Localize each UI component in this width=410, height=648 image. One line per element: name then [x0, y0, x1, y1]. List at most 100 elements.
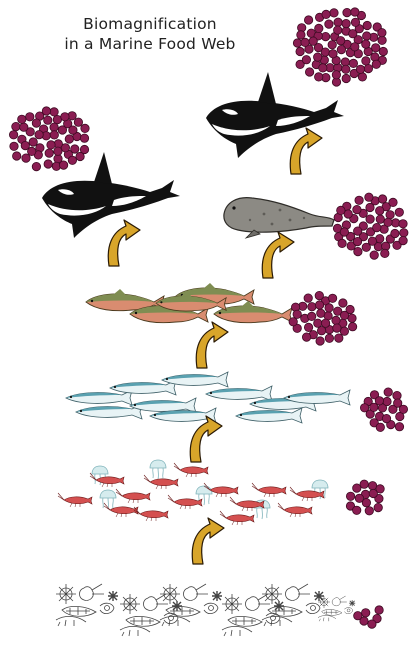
toxin-dot [354, 247, 362, 255]
toxin-dot [74, 118, 82, 126]
toxin-dot [337, 206, 345, 214]
toxin-cluster-salmon [289, 291, 357, 345]
toxin-dot [399, 220, 407, 228]
toxin-dot [315, 301, 323, 309]
toxin-cluster-herring [360, 388, 407, 432]
toxin-dot [330, 9, 338, 17]
toxin-dot [293, 39, 301, 47]
toxin-dot [386, 211, 394, 219]
arrow-salmon-to-seal [262, 232, 294, 278]
toxin-dot [373, 223, 381, 231]
toxin-dot [349, 59, 357, 67]
toxin-dot [382, 414, 390, 422]
toxin-dot [309, 37, 317, 45]
toxin-dot [50, 123, 58, 131]
toxin-dot [317, 327, 325, 335]
toxin-dot [76, 152, 84, 160]
toxin-dot [363, 32, 371, 40]
toxin-dot [353, 237, 361, 245]
toxin-cluster-krill-and-zooplankton [346, 480, 384, 515]
toxin-dot [381, 249, 389, 257]
plankton-layer [56, 584, 355, 636]
toxin-dot [395, 423, 403, 431]
toxin-dot [342, 74, 350, 82]
toxin-dot [364, 64, 372, 72]
toxin-dot [18, 115, 26, 123]
toxin-dot [360, 404, 368, 412]
toxin-dot [342, 65, 350, 73]
toxin-dot [362, 40, 370, 48]
toxin-dot [384, 218, 392, 226]
toxin-dot [50, 131, 58, 139]
toxin-dot [308, 312, 316, 320]
toxin-dot [28, 147, 36, 155]
toxin-dot [335, 334, 343, 342]
toxin-cluster-seal [333, 193, 408, 259]
toxin-dot [44, 116, 52, 124]
toxin-dot [42, 107, 50, 115]
toxin-dot [362, 609, 370, 617]
toxin-dot [355, 196, 363, 204]
toxin-dot [353, 506, 361, 514]
toxin-dot [68, 156, 76, 164]
toxin-dot [26, 113, 34, 121]
toxin-dot [355, 494, 363, 502]
arrow-zooplankton-to-herring [190, 416, 222, 462]
toxin-dot [325, 304, 333, 312]
toxin-dot [395, 208, 403, 216]
toxin-dot [334, 18, 342, 26]
toxin-dot [61, 113, 69, 121]
toxin-dot [399, 236, 407, 244]
toxin-dot [325, 20, 333, 28]
toxin-dot [59, 161, 67, 169]
toxin-dot [399, 405, 407, 413]
toxin-dot [332, 316, 340, 324]
salmon-school [86, 283, 292, 323]
toxin-dot [340, 228, 348, 236]
toxin-dot [376, 207, 384, 215]
toxin-dot [383, 397, 391, 405]
toxin-dot [351, 8, 359, 16]
toxin-cluster-orca-left [9, 107, 89, 171]
toxin-dot [337, 45, 345, 53]
toxin-dot [365, 193, 373, 201]
orca-right [206, 72, 344, 158]
toxin-dot [374, 503, 382, 511]
toxin-dot [366, 203, 374, 211]
toxin-dot [293, 310, 301, 318]
toxin-dot [342, 19, 350, 27]
toxin-dot [29, 138, 37, 146]
toxin-dot [317, 309, 325, 317]
toxin-dot [315, 291, 323, 299]
toxin-dot [10, 142, 18, 150]
toxin-dot [393, 391, 401, 399]
toxin-dot [370, 403, 378, 411]
toxin-dot [354, 227, 362, 235]
arrow-plankton-to-zooplankton [192, 518, 224, 564]
toxin-dot [348, 323, 356, 331]
toxin-dot [376, 423, 384, 431]
toxin-dot [301, 38, 309, 46]
toxin-dot [328, 294, 336, 302]
toxin-dot [13, 152, 21, 160]
arrow-herring-to-salmon [196, 322, 228, 368]
toxin-dot [319, 64, 327, 72]
toxin-dot [328, 41, 336, 49]
toxin-dot [50, 108, 58, 116]
toxin-dot [314, 319, 322, 327]
toxin-dot [321, 319, 329, 327]
toxin-dot [369, 489, 377, 497]
toxin-dot [356, 65, 364, 73]
toxin-dot [80, 134, 88, 142]
toxin-dot [20, 123, 28, 131]
toxin-dot [315, 73, 323, 81]
toxin-dot [329, 50, 337, 58]
toxin-dot [358, 73, 366, 81]
toxin-dot [322, 10, 330, 18]
toxin-dot [81, 124, 89, 132]
arrow-salmon-to-orca [108, 220, 140, 266]
toxin-dot [333, 324, 341, 332]
toxin-dot [351, 18, 359, 26]
toxin-dot [379, 47, 387, 55]
